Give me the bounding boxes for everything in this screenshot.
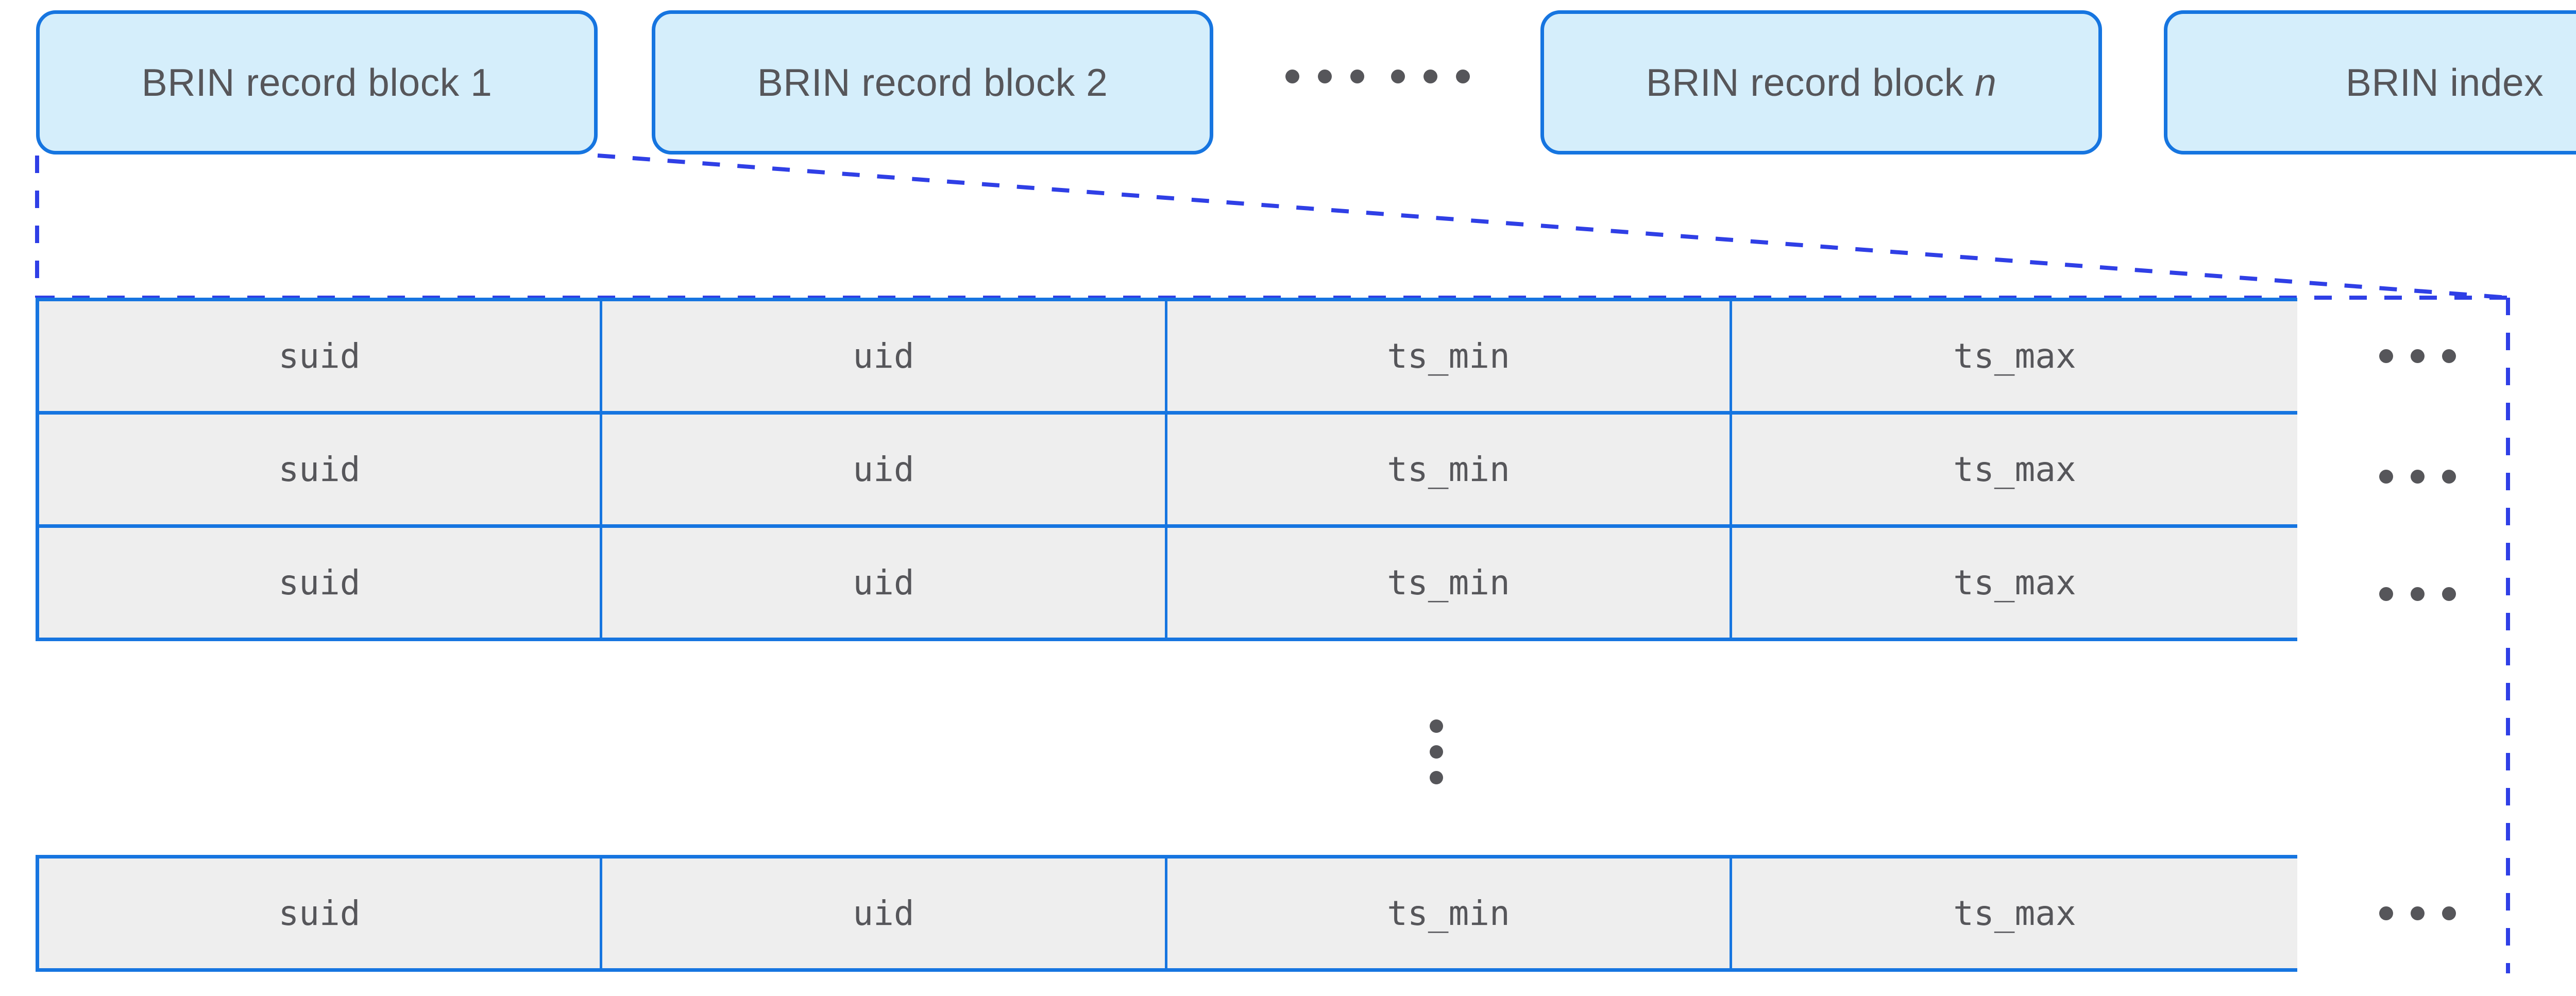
brin-record-table: suid uid ts_min ts_max suid uid ts_min <box>36 298 2297 641</box>
row-trailing-ellipsis-icon <box>2379 470 2456 484</box>
ellipsis-dot <box>2442 906 2456 920</box>
row-trailing-ellipsis-icon <box>2379 587 2456 601</box>
table-cell-suid[interactable]: suid <box>39 415 602 524</box>
table-cell-text: ts_max <box>1953 336 2076 376</box>
table-cell-ts-min[interactable]: ts_min <box>1167 415 1732 524</box>
ellipsis-dot <box>1423 70 1437 83</box>
table-cell-ts-min[interactable]: ts_min <box>1167 528 1732 638</box>
ellipsis-dot <box>1456 70 1470 83</box>
table-cell-ts-max[interactable]: ts_max <box>1732 301 2297 411</box>
ellipsis-dot <box>2411 587 2425 601</box>
table-cell-text: uid <box>853 563 914 603</box>
table-cell-suid[interactable]: suid <box>39 528 602 638</box>
table-cell-uid[interactable]: uid <box>602 415 1167 524</box>
table-cell-ts-max[interactable]: ts_max <box>1732 528 2297 638</box>
table-cell-text: ts_max <box>1953 450 2076 489</box>
table-cell-text: suid <box>278 336 361 376</box>
ellipsis-dot <box>2442 587 2456 601</box>
brin-record-block-n-label-prefix: BRIN record block <box>1646 61 1975 104</box>
row-trailing-ellipsis-icon <box>2379 349 2456 363</box>
table-cell-ts-max[interactable]: ts_max <box>1732 858 2297 968</box>
ellipsis-dot <box>1430 745 1443 759</box>
brin-record-block-2[interactable]: BRIN record block 2 <box>652 10 1213 154</box>
table-row[interactable]: suid uid ts_min ts_max <box>36 411 2297 528</box>
ellipsis-dot <box>1350 70 1364 83</box>
table-cell-text: ts_max <box>1953 894 2076 933</box>
ellipsis-dot <box>2379 906 2393 920</box>
table-cell-text: suid <box>278 894 361 933</box>
table-row[interactable]: suid uid ts_min ts_max <box>36 524 2297 641</box>
table-cell-text: suid <box>278 450 361 489</box>
table-cell-suid[interactable]: suid <box>39 301 602 411</box>
table-cell-ts-max[interactable]: ts_max <box>1732 415 2297 524</box>
row-trailing-ellipsis-icon <box>2379 906 2456 920</box>
ellipsis-dot <box>2379 470 2393 484</box>
brin-block-row: BRIN record block 1 BRIN record block 2 … <box>0 0 2576 165</box>
horizontal-ellipsis-icon-b <box>1391 70 1470 83</box>
table-cell-ts-min[interactable]: ts_min <box>1167 301 1732 411</box>
ellipsis-dot <box>2411 906 2425 920</box>
table-row[interactable]: suid uid ts_min ts_max <box>36 855 2297 972</box>
brin-record-block-2-label: BRIN record block 2 <box>757 61 1108 104</box>
ellipsis-dot <box>2442 470 2456 484</box>
brin-record-block-1[interactable]: BRIN record block 1 <box>36 10 598 154</box>
table-cell-text: ts_min <box>1387 894 1510 933</box>
ellipsis-dot <box>2411 470 2425 484</box>
ellipsis-dot <box>2442 349 2456 363</box>
brin-record-block-n-label-index: n <box>1975 61 1997 104</box>
table-cell-uid[interactable]: uid <box>602 528 1167 638</box>
vertical-ellipsis-icon <box>1430 719 1443 784</box>
table-row[interactable]: suid uid ts_min ts_max <box>36 298 2297 415</box>
table-cell-text: ts_max <box>1953 563 2076 603</box>
table-cell-text: suid <box>278 563 361 603</box>
table-cell-text: ts_min <box>1387 336 1510 376</box>
brin-index-block[interactable]: BRIN index <box>2164 10 2576 154</box>
horizontal-ellipsis-icon-a <box>1285 70 1364 83</box>
table-cell-text: uid <box>853 894 914 933</box>
table-cell-uid[interactable]: uid <box>602 301 1167 411</box>
table-cell-uid[interactable]: uid <box>602 858 1167 968</box>
ellipsis-dot <box>1318 70 1332 83</box>
brin-record-block-n[interactable]: BRIN record block n <box>1540 10 2102 154</box>
brin-record-table-last: suid uid ts_min ts_max <box>36 855 2297 972</box>
ellipsis-dot <box>2379 349 2393 363</box>
table-cell-text: ts_min <box>1387 450 1510 489</box>
ellipsis-dot <box>2411 349 2425 363</box>
ellipsis-dot <box>1430 719 1443 733</box>
ellipsis-dot <box>1391 70 1405 83</box>
ellipsis-dot <box>1430 771 1443 784</box>
brin-record-block-n-label: BRIN record block n <box>1646 60 1997 105</box>
table-cell-text: uid <box>853 450 914 489</box>
table-cell-text: uid <box>853 336 914 376</box>
table-cell-text: ts_min <box>1387 563 1510 603</box>
brin-index-label: BRIN index <box>2345 61 2544 104</box>
ellipsis-dot <box>1285 70 1299 83</box>
table-cell-ts-min[interactable]: ts_min <box>1167 858 1732 968</box>
ellipsis-dot <box>2379 587 2393 601</box>
brin-record-block-1-label: BRIN record block 1 <box>141 61 493 104</box>
table-cell-suid[interactable]: suid <box>39 858 602 968</box>
